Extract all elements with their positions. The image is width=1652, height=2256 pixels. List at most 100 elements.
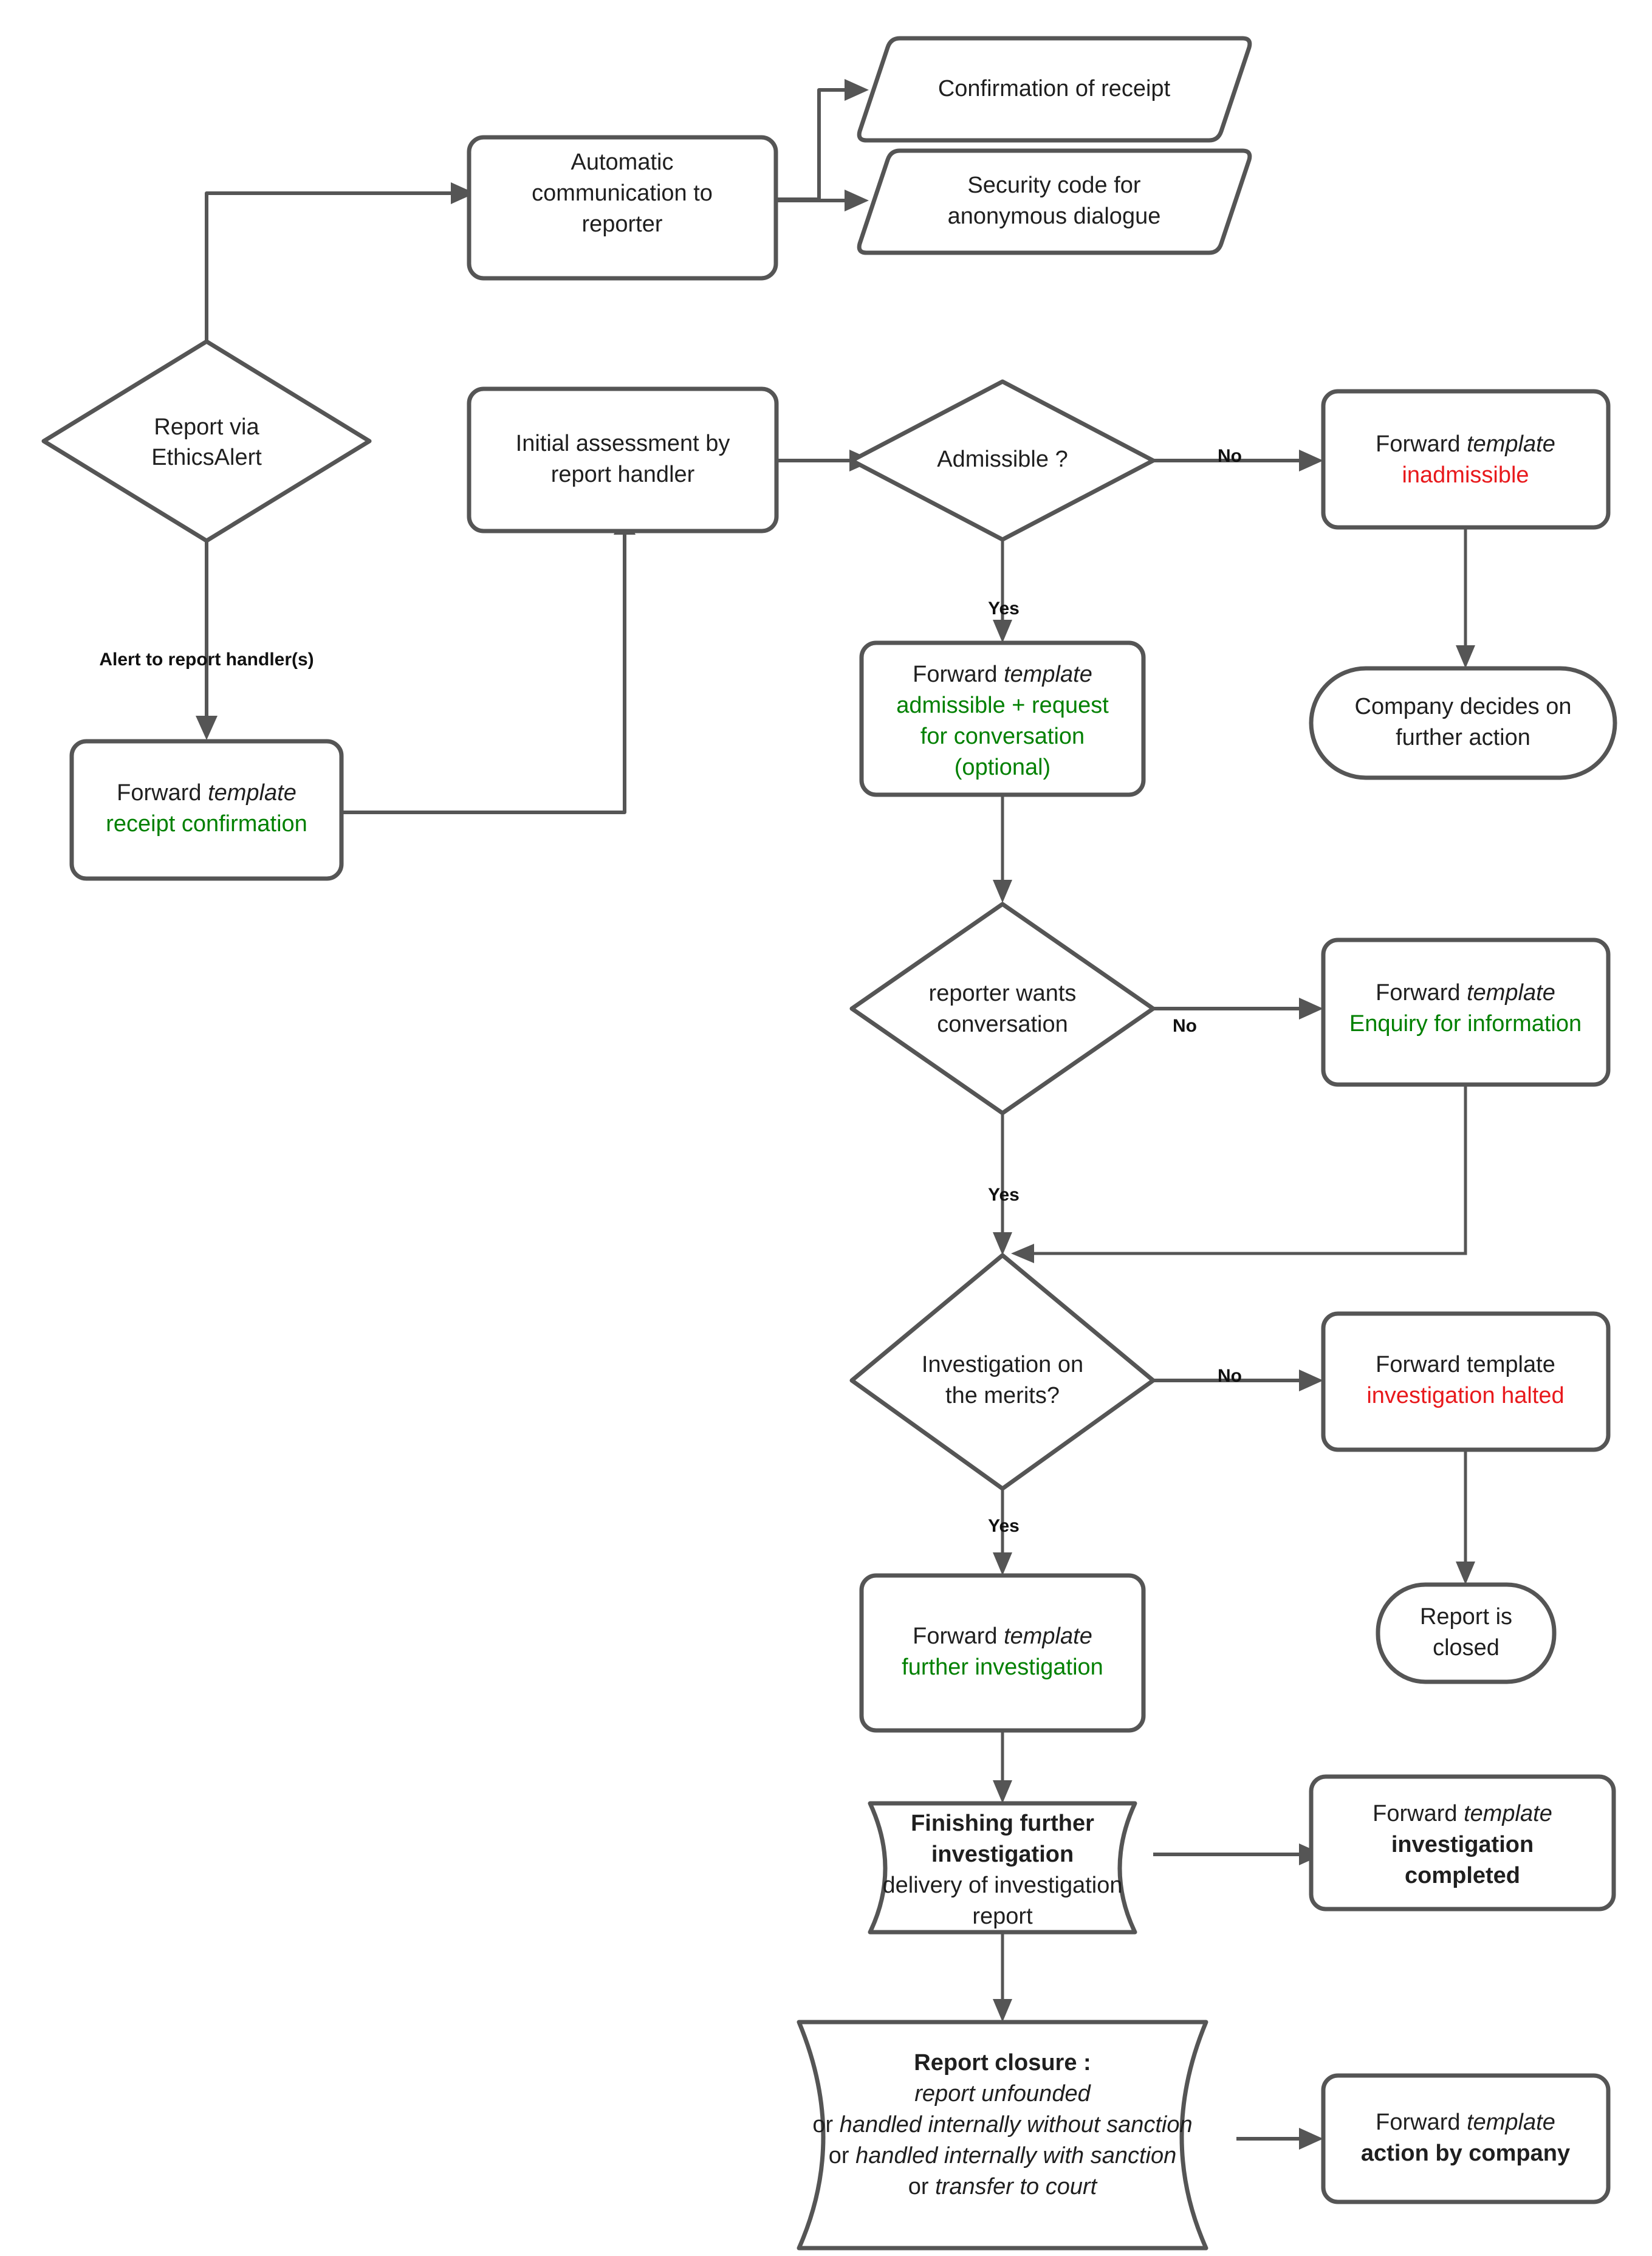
edge-label-conversation-no: No (1173, 1016, 1197, 1036)
node-line-3: completed (1405, 1863, 1520, 1888)
node-reporter-wants-conversation[interactable]: reporter wants conversation (849, 902, 1156, 1116)
node-line-2: further action (1396, 725, 1530, 750)
node-shape-diamond (849, 902, 1156, 1116)
node-template-action-by-company[interactable]: Forward template action by company (1321, 2073, 1611, 2204)
edge-receipt-to-initial (341, 535, 626, 814)
node-line-2: investigation (931, 1842, 1074, 1867)
edge-enquiry-to-merits (1034, 1085, 1467, 1255)
node-template-admissible[interactable]: Forward template admissible + request fo… (859, 640, 1146, 797)
node-initial-assessment[interactable]: Initial assessment by report handler (467, 386, 779, 533)
node-line-5: or transfer to court (908, 2174, 1098, 2199)
node-line-1: Admissible ? (937, 447, 1068, 472)
node-line-1: Report is (1420, 1604, 1512, 1630)
node-template-investigation-halted[interactable]: Forward template investigation halted (1321, 1311, 1611, 1452)
node-shape-rounded-rect (1321, 1311, 1611, 1452)
edge-label-merits-no: No (1218, 1366, 1242, 1386)
node-line-2: action by company (1361, 2141, 1570, 2166)
arrowhead-conversation-yes (993, 1232, 1012, 1255)
edge-label-conversation-yes: Yes (988, 1185, 1020, 1205)
node-shape-rounded-rect (69, 739, 344, 881)
node-line-3: for conversation (920, 724, 1085, 749)
node-line-1: Report via (154, 414, 259, 440)
node-line-2: communication to (532, 180, 713, 206)
node-report-closure[interactable]: Report closure : report unfounded or han… (797, 2020, 1208, 2251)
node-shape-diamond (41, 339, 372, 543)
node-company-decides[interactable]: Company decides on further action (1309, 666, 1617, 780)
node-line-3: or handled internally without sanction (812, 2112, 1192, 2138)
node-line-1: Automatic (571, 149, 674, 175)
node-line-2: Enquiry for information (1349, 1011, 1582, 1037)
edge-ethicsalert-to-automatic (205, 191, 451, 340)
arrowhead-finishing (993, 1780, 1012, 1803)
node-shape-diamond (849, 379, 1156, 542)
node-shape-rounded-rect (1321, 938, 1611, 1087)
node-line-2: closed (1433, 1635, 1499, 1661)
node-line-1: Forward template (1376, 431, 1555, 457)
node-line-2: anonymous dialogue (948, 204, 1161, 229)
node-shape-stadium (1309, 666, 1617, 780)
node-line-1: Finishing further (911, 1811, 1094, 1836)
node-shape-barrel (868, 1801, 1137, 1935)
node-line-2: conversation (937, 1012, 1068, 1037)
node-shape-stadium (1376, 1582, 1557, 1684)
nodes-layer: Automatic communication to reporter Conf… (41, 36, 1617, 2251)
node-line-1: reporter wants (929, 981, 1077, 1006)
node-line-1: Initial assessment by (516, 431, 730, 456)
arrowhead-conversation-no (1299, 998, 1323, 1020)
node-line-2: receipt confirmation (106, 811, 307, 837)
node-shape-rounded-rect (1321, 389, 1611, 530)
node-line-4: report (972, 1904, 1033, 1929)
node-shape-rounded-rect (859, 640, 1146, 797)
node-line-1: Report closure : (914, 2050, 1091, 2076)
node-line-1: Forward template (1373, 1801, 1552, 1826)
node-line-1: Company decides on (1355, 694, 1572, 719)
arrowhead-confirmation (845, 79, 869, 101)
node-template-investigation-completed[interactable]: Forward template investigation completed (1309, 1774, 1616, 1911)
node-line-1: Forward template (117, 780, 296, 806)
node-receipt-confirmation[interactable]: Forward template receipt confirmation (69, 739, 344, 881)
edge-automatic-to-confirmation (776, 88, 845, 201)
node-template-further-investigation[interactable]: Forward template further investigation (859, 1573, 1146, 1733)
arrowhead-admissible-yes (993, 620, 1012, 643)
node-confirmation-of-receipt[interactable]: Confirmation of receipt (857, 36, 1252, 143)
node-line-2: report unfounded (914, 2081, 1091, 2107)
node-finishing-further-investigation[interactable]: Finishing further investigation delivery… (868, 1801, 1137, 1935)
node-shape-diamond (849, 1253, 1156, 1491)
node-admissible[interactable]: Admissible ? (849, 379, 1156, 542)
node-line-2: further investigation (902, 1654, 1103, 1680)
node-shape-rounded-rect (467, 386, 779, 533)
edge-label-admissible-yes: Yes (988, 598, 1020, 619)
node-shape-rounded-rect (467, 135, 778, 281)
node-automatic-communication[interactable]: Automatic communication to reporter (467, 135, 778, 281)
node-line-2: the merits? (945, 1383, 1060, 1408)
node-shape-parallelogram (857, 36, 1252, 143)
node-line-1: Forward template (1376, 1352, 1555, 1377)
arrowhead-automatic (451, 182, 475, 204)
node-line-3: reporter (581, 211, 662, 237)
node-line-4: or handled internally with sanction (829, 2143, 1176, 2169)
node-template-enquiry[interactable]: Forward template Enquiry for information (1321, 938, 1611, 1087)
node-investigation-on-merits[interactable]: Investigation on the merits? (849, 1253, 1156, 1491)
node-report-is-closed[interactable]: Report is closed (1376, 1582, 1557, 1684)
edge-labels-layer: Alert to report handler(s) No Yes No Yes… (99, 446, 1242, 1536)
arrowhead-company (1456, 645, 1475, 668)
node-line-1: Security code for (967, 173, 1140, 198)
node-line-1: Forward template (913, 662, 1092, 687)
node-shape-barrel (797, 2020, 1208, 2251)
arrowhead-report-closed (1456, 1562, 1475, 1585)
node-template-inadmissible[interactable]: Forward template inadmissible (1321, 389, 1611, 530)
node-line-1: Confirmation of receipt (938, 76, 1171, 101)
node-line-1: Forward template (1376, 980, 1555, 1006)
arrowhead-closure (993, 1999, 1012, 2022)
node-shape-rounded-rect (859, 1573, 1146, 1733)
node-line-2: investigation halted (1366, 1383, 1564, 1408)
node-security-code[interactable]: Security code for anonymous dialogue (857, 148, 1252, 255)
node-report-via-ethicsalert[interactable]: Report via EthicsAlert (41, 339, 372, 543)
node-line-2: investigation (1391, 1832, 1534, 1857)
node-line-2: EthicsAlert (151, 445, 262, 470)
node-line-2: admissible + request (896, 693, 1109, 718)
node-line-4: (optional) (955, 755, 1050, 780)
edge-label-alert-to-report-handlers: Alert to report handler(s) (99, 650, 314, 670)
